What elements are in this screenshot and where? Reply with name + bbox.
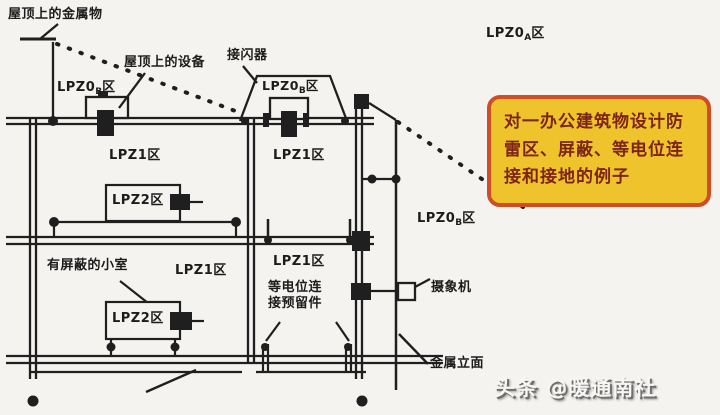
leader-air-terminal [242,65,258,84]
earth-electrode-dot [356,395,368,407]
zone-label-lpz1-upper-left: LPZ1区 [109,148,161,163]
callout-box: 对一办公建筑物设计防雷区、屏蔽、等电位连接和接地的例子 [487,95,711,207]
zone-label-lpz0b-trapezoid: LPZ0B区 [262,78,319,96]
zone-label-lpz2-upper-left: LPZ2区 [112,193,164,208]
air-terminal-trapezoid [238,74,349,122]
zone-label-lpz0a: LPZ0A区 [486,26,545,43]
bonding-block [352,231,370,251]
label-air-terminal: 接闪器 [227,48,268,63]
arrow-bonding-right [335,321,350,342]
bonding-block [170,312,192,330]
upper-right-room [264,219,370,251]
zone-label-lpz1-upper-right: LPZ1区 [273,148,325,163]
watermark: 头条 @暖通南社 [494,376,657,400]
earth-electrode-dot [27,395,39,407]
label-roof-equipment: 屋顶上的设备 [124,55,206,70]
leader-shielded-room [119,280,149,304]
upper-left-room [49,183,241,236]
label-camera: 摄象机 [431,280,472,295]
leader-roof-equipment [118,72,146,109]
bonding-block [170,194,190,210]
earthing [27,333,429,407]
zone-label-lpz1-lower-left: LPZ1区 [175,263,227,278]
rooftop-elements [20,23,401,390]
camera-box [396,281,417,302]
bonding-block [281,111,297,137]
lower-left-room [104,280,204,356]
roof-junction-square [354,94,369,109]
arrow-bonding-left [265,321,281,342]
callout-text: 对一办公建筑物设计防雷区、屏蔽、等电位连接和接地的例子 [504,112,684,188]
leader-metal-facade [398,333,429,365]
leader-camera [414,277,431,289]
zone-label-lpz1-lower-right: LPZ1区 [273,254,325,269]
label-roof-metal: 屋顶上的金属物 [8,7,103,22]
label-shielded-room: 有屏蔽的小室 [47,258,129,273]
foundation-pointer [145,368,197,394]
label-metal-facade: 金属立面 [430,356,485,371]
bonding-block [351,283,371,300]
building-structure [6,109,443,379]
zone-label-lpz2-lower-left: LPZ2区 [112,311,164,326]
label-bonding-reserved: 等电位连 接预留件 [268,280,323,312]
lower-right-room [261,321,353,372]
zone-label-lpz0b-right: LPZ0B区 [417,211,476,228]
bonding-block [97,110,114,136]
camera-assembly [351,277,431,302]
lpz2-shield-box [104,183,182,223]
zone-label-lpz0b-left: LPZ0B区 [57,80,116,97]
